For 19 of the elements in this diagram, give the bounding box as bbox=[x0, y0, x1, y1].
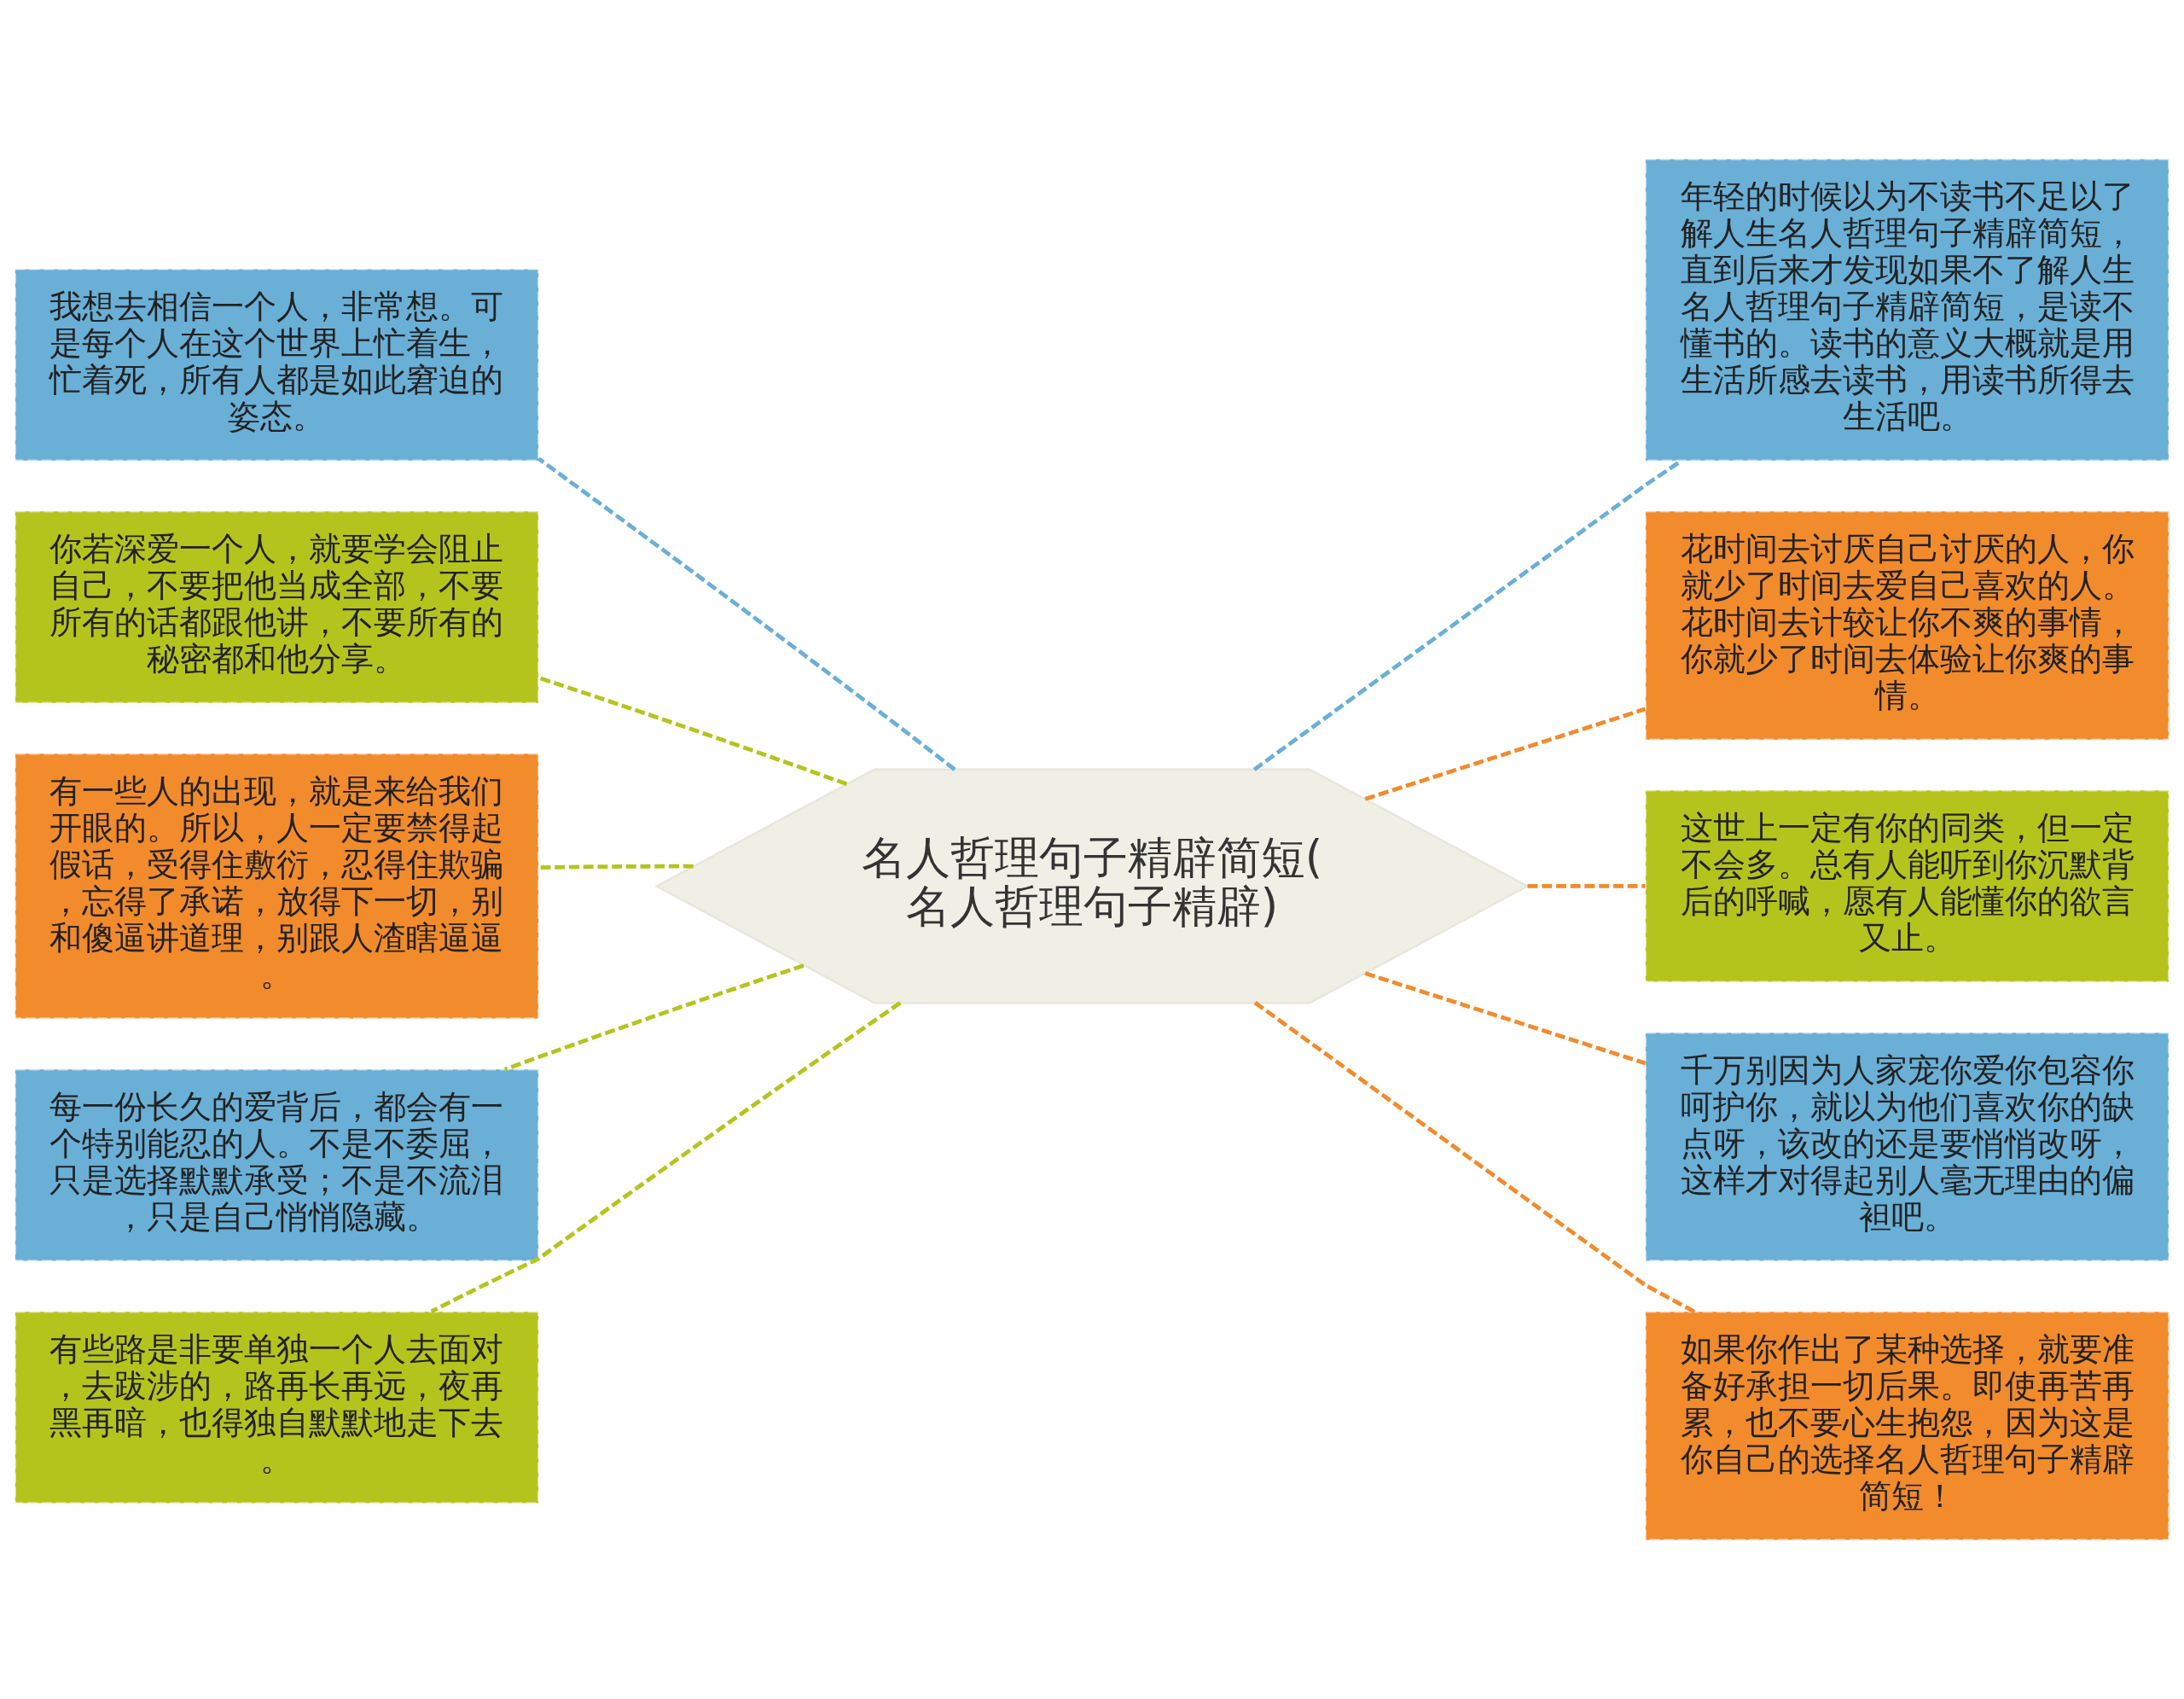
node-box: 千万别因为人家宠你爱你包容你呵护你，就以为他们喜欢你的缺点呀，该改的还是要悄悄改呀，这样才对得起别人毫无理由的偏袒吧。 bbox=[1644, 1032, 2170, 1262]
node-box: 每一份长久的爱背后，都会有一个特别能忍的人。不是不委屈，只是选择默默承受；不是不流泪，只是自己悄悄隐藏。 bbox=[14, 1068, 540, 1262]
node-box: 如果你作出了某种选择，就要准备好承担一切后果。即使再苦再累，也不要心生抱怨，因为这是你自己的选择名人哲理句子精辟简短！ bbox=[1644, 1311, 2170, 1541]
connector bbox=[1364, 707, 1647, 801]
node-box: 花时间去讨厌自己讨厌的人，你就少了时间去爱自己喜欢的人。花时间去计较让你不爽的事情，你就少了时间去体验让你爽的事情。 bbox=[1644, 510, 2170, 741]
node-box: 有些路是非要单独一个人去面对，去跋涉的，路再长再远，夜再黑再暗，也得独自默默地走下去。 bbox=[14, 1311, 540, 1504]
connector bbox=[503, 963, 804, 1072]
node-box: 有一些人的出现，就是来给我们开眼的。所以，人一定要禁得起假话，受得住敷衍，忍得住欺骗，忘得了承诺，放得下一切，别和傻逼讲道理，别跟人渣瞎逼逼。 bbox=[14, 753, 540, 1020]
connector bbox=[538, 864, 694, 870]
connector bbox=[1527, 884, 1646, 888]
connector bbox=[1364, 971, 1647, 1066]
connector bbox=[537, 676, 848, 787]
connector bbox=[1253, 1001, 1696, 1314]
node-box: 这世上一定有你的同类，但一定不会多。总有人能听到你沉默背后的呼喊，愿有人能懂你的欲言又止。 bbox=[1644, 789, 2170, 983]
connector bbox=[537, 457, 956, 771]
connector bbox=[430, 1001, 902, 1313]
node-box: 年轻的时候以为不读书不足以了解人生名人哲理句子精辟简短，直到后来才发现如果不了解人生名人哲理句子精辟简短，是读不懂书的。读书的意义大概就是用生活所感去读书，用读书所得去生活吧。 bbox=[1644, 158, 2170, 462]
node-box: 你若深爱一个人，就要学会阻止自己，不要把他当成全部，不要所有的话都跟他讲，不要所有的秘密都和他分享。 bbox=[14, 510, 540, 704]
node-box: 我想去相信一个人，非常想。可是每个人在这个世界上忙着生，忙着死，所有人都是如此窘迫的姿态。 bbox=[14, 268, 540, 462]
